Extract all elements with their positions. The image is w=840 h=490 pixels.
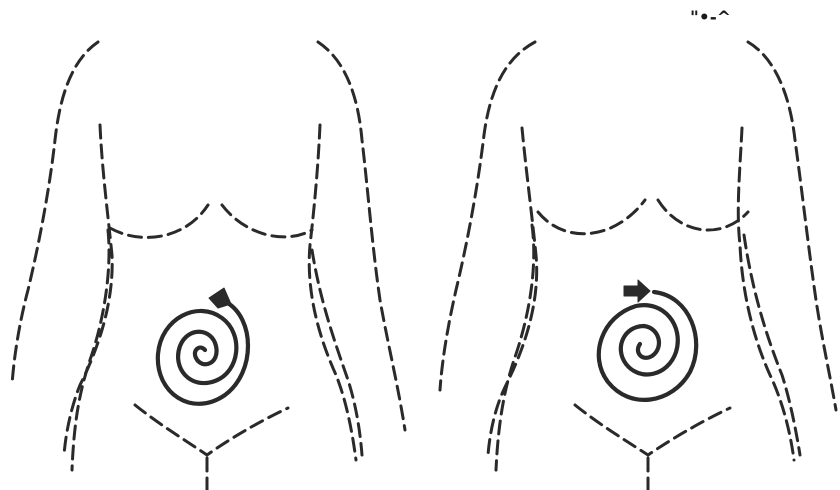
left-torso-left-inner-arm bbox=[72, 230, 109, 470]
left-torso-right-inner-arm bbox=[312, 250, 362, 455]
right-spiral bbox=[599, 280, 696, 400]
left-torso-chest-line bbox=[110, 205, 312, 237]
right-torso-left-side bbox=[488, 128, 537, 455]
right-torso-outline bbox=[440, 42, 836, 490]
right-torso-right-side bbox=[738, 128, 794, 460]
left-torso-left-shoulder bbox=[12, 42, 98, 385]
right-spiral-line bbox=[599, 292, 696, 400]
right-torso-groin-line bbox=[575, 405, 730, 455]
right-torso-chest-line bbox=[538, 200, 748, 234]
left-torso-right-shoulder bbox=[318, 42, 405, 430]
left-torso-right-side bbox=[309, 125, 356, 460]
right-torso-right-inner-arm bbox=[744, 235, 800, 455]
left-torso-outline bbox=[12, 42, 405, 490]
left-torso-groin-line bbox=[135, 405, 288, 455]
left-spiral bbox=[158, 288, 248, 404]
left-spiral-line bbox=[158, 302, 248, 404]
right-spiral-arrowhead bbox=[624, 280, 650, 302]
right-torso-left-inner-arm bbox=[496, 225, 534, 470]
left-spiral-arrowhead bbox=[209, 288, 231, 308]
